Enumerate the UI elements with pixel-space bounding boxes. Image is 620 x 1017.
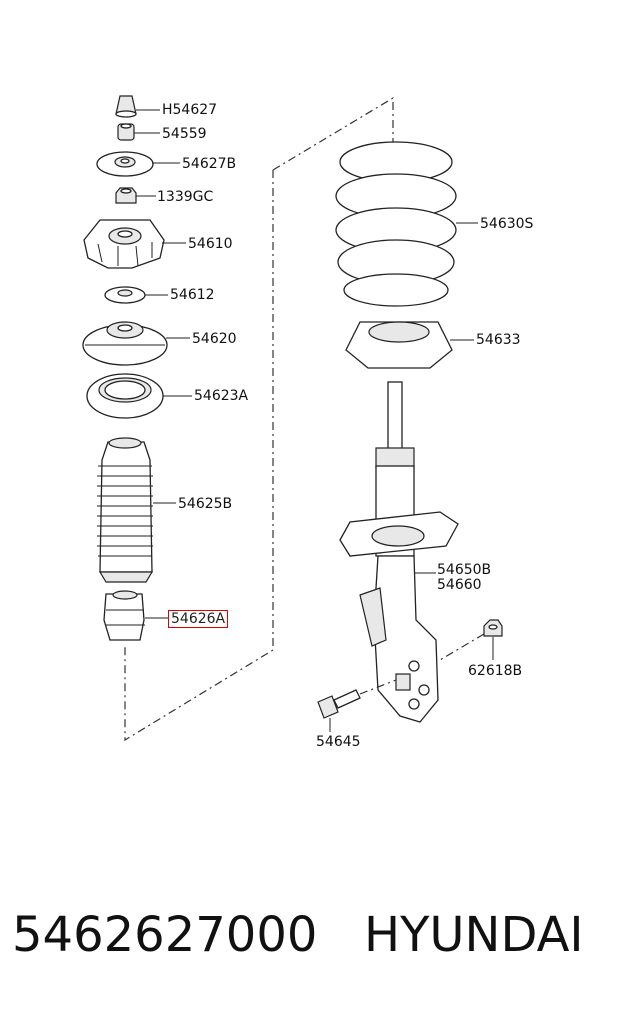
- footer: 5462627000 HYUNDAI: [0, 905, 620, 975]
- label-54645: 54645: [316, 734, 361, 750]
- lower-spring-pad-drawing: [345, 321, 474, 369]
- label-1339gc: 1339GC: [157, 189, 214, 205]
- bearing-drawing: [104, 286, 168, 304]
- strut-assembly-drawing: [339, 381, 459, 723]
- bolt-drawing: [317, 679, 397, 732]
- insulator-mount-drawing: [83, 219, 186, 269]
- diagram-drawing: [82, 95, 503, 742]
- flange-nut-drawing: [115, 187, 156, 204]
- label-h54627: H54627: [162, 102, 218, 118]
- label-54627b: 54627B: [182, 156, 237, 172]
- label-54660: 54660: [437, 577, 482, 593]
- label-54559: 54559: [162, 126, 207, 142]
- bump-stopper-drawing: [103, 590, 168, 641]
- bumper-cap-drawing: [115, 95, 160, 118]
- label-54623a: 54623A: [194, 388, 249, 404]
- upper-seat-drawing: [82, 321, 190, 366]
- assembly-outline-top: [272, 96, 394, 171]
- dust-cover-drawing: [97, 437, 176, 583]
- label-54610: 54610: [188, 236, 233, 252]
- label-54626a-highlighted: 54626A: [168, 610, 229, 628]
- washer-cap-drawing: [96, 151, 180, 177]
- exploded-parts-diagram: H54627 54559 54627B 1339GC 54610 54612 5…: [82, 95, 534, 750]
- flange-nut-62618b-drawing: [439, 619, 503, 661]
- label-54625b: 54625B: [178, 496, 233, 512]
- spring-pad-drawing: [86, 373, 192, 419]
- coil-spring-drawing: [335, 141, 478, 307]
- assembly-outline: [124, 170, 274, 742]
- label-54630s: 54630S: [480, 216, 534, 232]
- label-62618b: 62618B: [468, 663, 523, 679]
- label-54620: 54620: [192, 331, 237, 347]
- label-54612: 54612: [170, 287, 215, 303]
- part-number: 5462627000: [12, 907, 318, 963]
- brand-name: HYUNDAI: [364, 907, 584, 963]
- nut-drawing: [117, 123, 160, 141]
- label-54650b: 54650B: [437, 562, 492, 578]
- label-54633: 54633: [476, 332, 521, 348]
